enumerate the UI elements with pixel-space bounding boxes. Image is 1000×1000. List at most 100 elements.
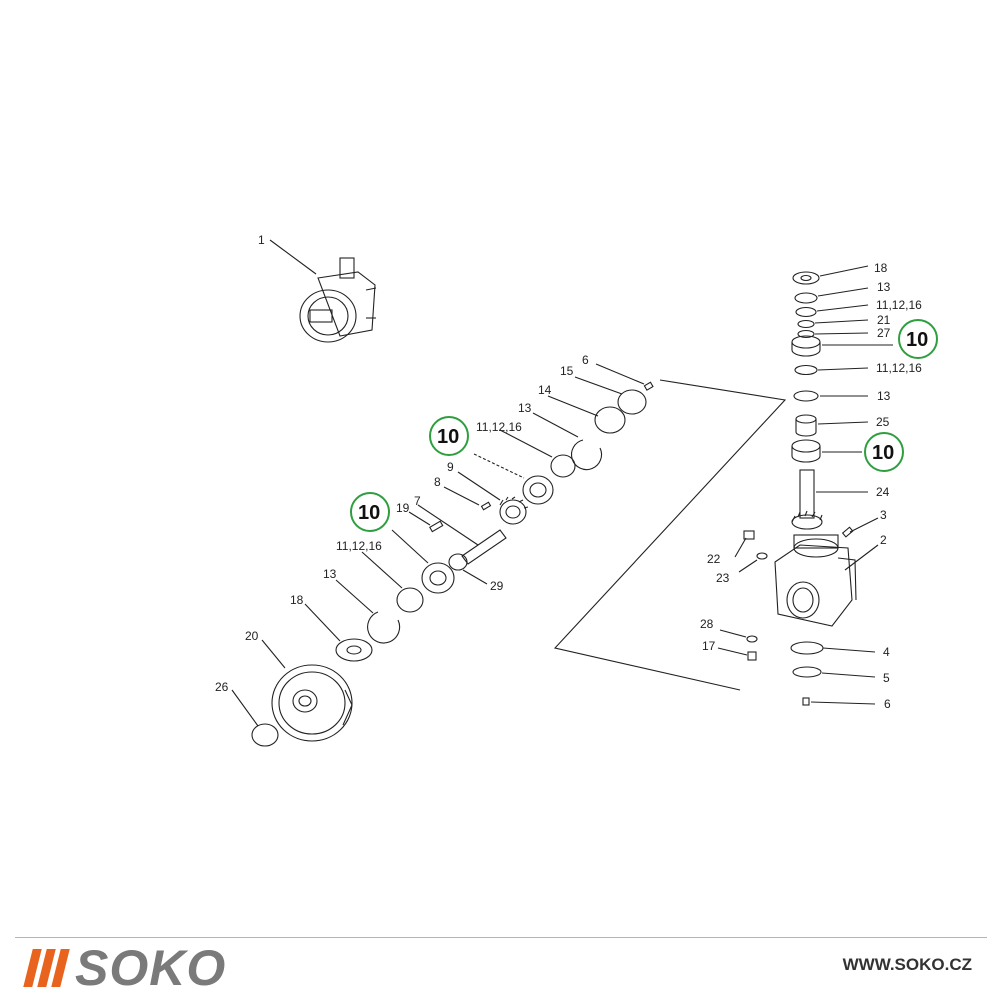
ring-11-12-16-top (795, 306, 817, 318)
leader-29 (462, 569, 488, 585)
label-3: 3 (880, 508, 887, 522)
highlight-circle-10-left (350, 492, 390, 532)
logo-text: SOKO (75, 939, 227, 996)
leader-9 (457, 471, 501, 501)
label-10-lower: 10 (872, 442, 894, 464)
circlip-13-left (367, 611, 401, 644)
label-24: 24 (876, 485, 890, 499)
pin-8 (480, 501, 492, 511)
bearing-10-top (791, 335, 821, 357)
assembled-gearbox (299, 257, 377, 343)
key-19 (429, 520, 444, 533)
leader-17 (717, 647, 748, 656)
leader-6-bottom (810, 701, 876, 705)
leader-10-mid (473, 453, 525, 479)
leader-15 (574, 376, 623, 395)
label-27: 27 (877, 326, 891, 340)
leader-11-mid (499, 429, 553, 458)
label-7: 7 (414, 494, 421, 508)
label-28: 28 (700, 617, 714, 631)
leader-27 (814, 332, 869, 335)
leader-6-top (595, 363, 645, 385)
ring-11-12-16-lower (794, 364, 818, 376)
ring-21 (797, 319, 815, 329)
label-2: 2 (880, 533, 887, 547)
label-18-right: 18 (874, 261, 888, 275)
leader-25 (817, 421, 869, 425)
leader-11-lower (817, 367, 869, 371)
circlip-26 (251, 723, 279, 747)
label-1: 1 (258, 233, 265, 247)
leader-10-left (391, 529, 429, 564)
exploded-gearbox-diagram: 1 2 3 4 5 6 6 7 8 9 11,12,16 11,12,16 11… (215, 233, 938, 747)
cover-4 (790, 641, 824, 655)
leader-26 (231, 689, 259, 727)
plug-22 (743, 530, 755, 540)
label-29: 29 (490, 579, 504, 593)
leader-19 (408, 511, 431, 526)
label-19: 19 (396, 501, 410, 515)
leader-8 (443, 486, 480, 506)
leader-13-left (335, 579, 374, 614)
gasket-5 (792, 666, 822, 678)
leader-18-left (304, 603, 341, 642)
label-11-left: 11,12,16 (336, 539, 382, 553)
leader-1 (269, 239, 317, 275)
label-9: 9 (447, 460, 454, 474)
label-13-lower: 13 (877, 389, 891, 403)
input-shaft-7 (461, 529, 507, 565)
label-6-bottom: 6 (884, 697, 891, 711)
label-11-top: 11,12,16 (876, 298, 922, 312)
ring-11-12-16-left (396, 587, 424, 613)
gearbox-housing-2 (774, 534, 857, 627)
leader-22 (734, 537, 747, 558)
label-11-mid: 11,12,16 (476, 420, 522, 434)
label-21: 21 (877, 313, 891, 327)
label-15: 15 (560, 364, 574, 378)
logo-bars-icon (23, 948, 70, 987)
seal-14 (594, 406, 626, 434)
circlip-13-top (794, 292, 818, 304)
washer-23 (756, 552, 768, 560)
label-5: 5 (883, 671, 890, 685)
pulley-20 (271, 664, 353, 742)
leader-20 (261, 639, 286, 669)
leader-7 (417, 504, 479, 546)
leader-18-right (819, 265, 869, 277)
circlip-13-mid (570, 439, 603, 471)
label-20: 20 (245, 629, 259, 643)
label-26: 26 (215, 680, 229, 694)
plug-3 (841, 526, 854, 538)
label-13-left: 13 (323, 567, 337, 581)
label-25: 25 (876, 415, 890, 429)
leader-13-top (817, 287, 869, 297)
bevel-gear-9 (499, 496, 529, 525)
circlip-13-lower (793, 390, 819, 402)
label-8: 8 (434, 475, 441, 489)
website-url[interactable]: WWW.SOKO.CZ (842, 955, 972, 974)
washer-28 (746, 635, 758, 643)
leader-21 (814, 319, 869, 324)
leader-4 (822, 647, 876, 653)
label-13-top: 13 (877, 280, 891, 294)
label-17: 17 (702, 639, 716, 653)
cap-15 (617, 389, 647, 415)
vent-6-bottom (802, 697, 810, 706)
leader-23 (738, 559, 758, 573)
bearing-10-left (421, 562, 455, 594)
label-23: 23 (716, 571, 730, 585)
footer-divider (15, 937, 987, 938)
highlight-circle-10-mid (429, 416, 469, 456)
washer-18-left (335, 638, 373, 662)
leader-11-top (816, 304, 869, 312)
leader-28 (719, 629, 747, 638)
highlight-circle-10-top (898, 319, 938, 359)
leader-13-mid (532, 412, 579, 438)
washer-18-right (792, 271, 820, 285)
bearing-10-lower (791, 439, 821, 463)
leader-2 (844, 544, 879, 571)
assembly-guide-lines (553, 379, 787, 691)
label-11-lower: 11,12,16 (876, 361, 922, 375)
leader-5 (821, 672, 876, 678)
plug-17 (747, 651, 757, 661)
